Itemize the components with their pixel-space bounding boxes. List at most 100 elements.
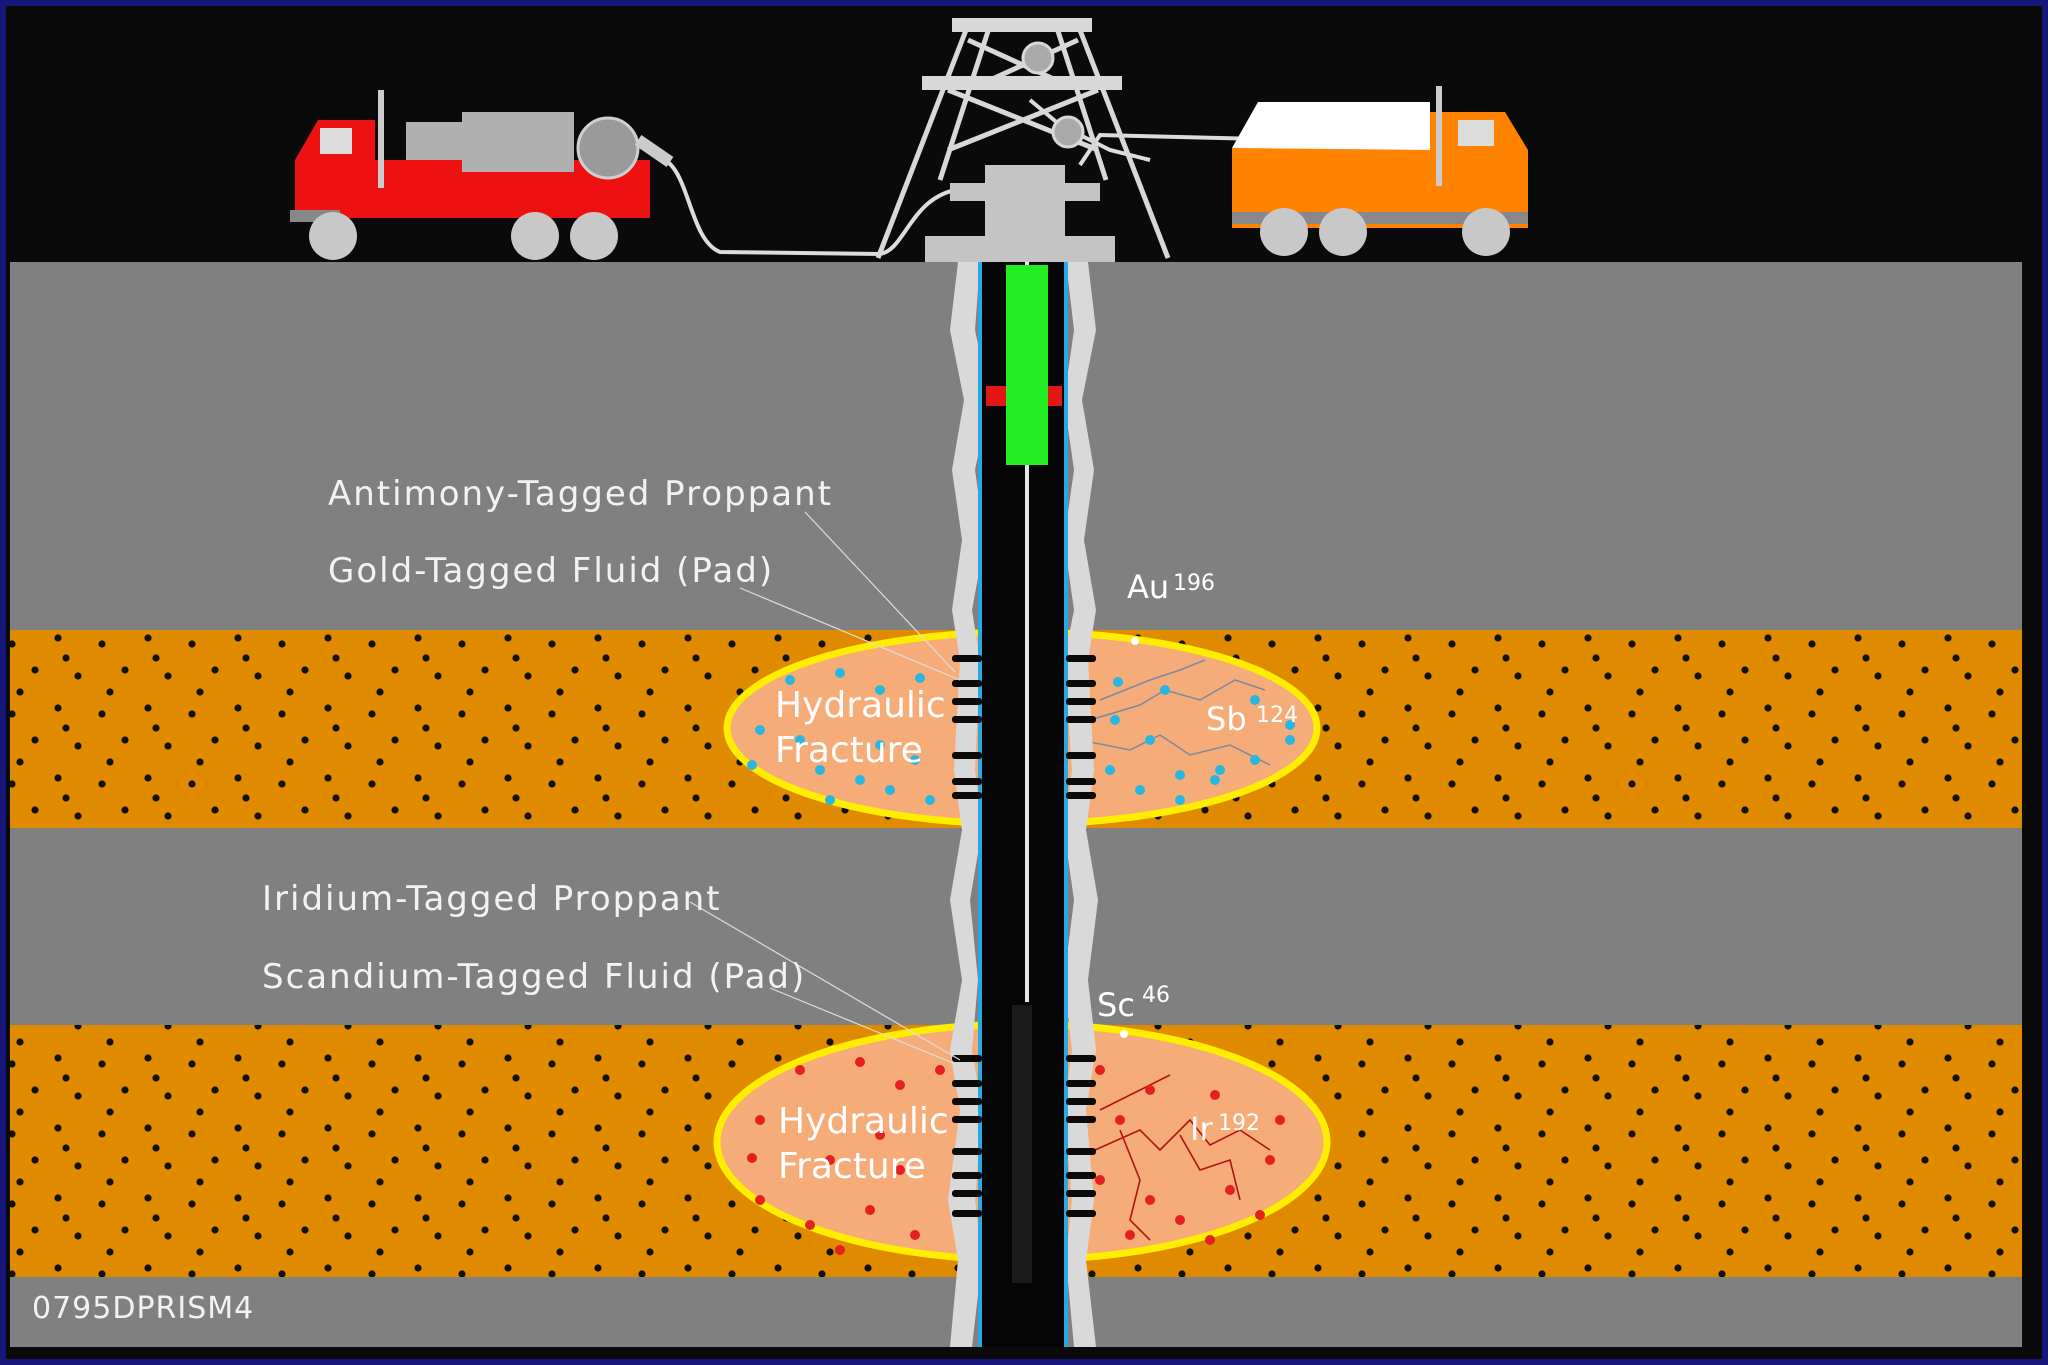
iridium-proppant-dot bbox=[825, 1155, 835, 1165]
wellbore bbox=[948, 262, 1098, 1347]
antimony-proppant-dot bbox=[1250, 755, 1260, 765]
perforation bbox=[952, 1210, 982, 1217]
antimony-proppant-dot bbox=[1250, 695, 1260, 705]
perforation bbox=[952, 698, 982, 705]
antimony-proppant-dot bbox=[910, 755, 920, 765]
antimony-proppant-dot bbox=[1285, 735, 1295, 745]
fracture-lower-label-1: Hydraulic bbox=[778, 1101, 949, 1142]
fracture-cracks-upper bbox=[1079, 659, 1271, 766]
antimony-proppant-dot bbox=[795, 735, 805, 745]
iridium-proppant-dot bbox=[865, 1205, 875, 1215]
perforation bbox=[1066, 716, 1096, 723]
perforation bbox=[952, 1190, 982, 1197]
perforation bbox=[1066, 1055, 1096, 1062]
perforation bbox=[952, 778, 982, 785]
iridium-proppant-dot bbox=[805, 1220, 815, 1230]
perforation bbox=[1066, 1148, 1096, 1155]
antimony-proppant-dot bbox=[1145, 735, 1155, 745]
iridium-proppant-dot bbox=[910, 1230, 920, 1240]
isotope-scandium-symbol: Sc bbox=[1097, 986, 1135, 1024]
pump-truck-icon bbox=[290, 90, 674, 260]
perforation bbox=[952, 1080, 982, 1087]
iridium-proppant-dot bbox=[1095, 1065, 1105, 1075]
iridium-proppant-dot bbox=[755, 1115, 765, 1125]
perforation bbox=[1066, 1116, 1096, 1123]
perforation bbox=[1066, 1098, 1096, 1105]
antimony-proppant-dot bbox=[1210, 775, 1220, 785]
perforation bbox=[952, 1148, 982, 1155]
iridium-proppant-dot bbox=[755, 1195, 765, 1205]
iridium-proppant-dot bbox=[795, 1065, 805, 1075]
antimony-proppant-dot bbox=[915, 673, 925, 683]
perforation bbox=[952, 792, 982, 799]
iridium-proppant-dot bbox=[895, 1165, 905, 1175]
iridium-proppant-dot bbox=[747, 1153, 757, 1163]
perforation bbox=[1066, 1172, 1096, 1179]
iridium-proppant-dot bbox=[1275, 1115, 1285, 1125]
perforation bbox=[952, 655, 982, 662]
lower-tool bbox=[1012, 1005, 1032, 1283]
label-gold-fluid: Gold-Tagged Fluid (Pad) bbox=[328, 551, 774, 591]
fracture-cracks-lower bbox=[1094, 1074, 1271, 1241]
label-iridium-proppant: Iridium-Tagged Proppant bbox=[262, 879, 722, 919]
iridium-proppant-dot bbox=[1095, 1175, 1105, 1185]
perforation bbox=[952, 752, 982, 759]
antimony-proppant-dot bbox=[855, 775, 865, 785]
perforation bbox=[952, 680, 982, 687]
perforation bbox=[1066, 1210, 1096, 1217]
iridium-proppant-dot bbox=[935, 1065, 945, 1075]
perforation bbox=[1066, 1080, 1096, 1087]
antimony-proppant-dots bbox=[747, 668, 1295, 805]
tubing-line bbox=[1025, 262, 1029, 1002]
antimony-proppant-dot bbox=[1175, 770, 1185, 780]
antimony-proppant-dot bbox=[1160, 685, 1170, 695]
derrick-icon bbox=[875, 18, 1171, 259]
antimony-proppant-dot bbox=[1105, 765, 1115, 775]
tank-truck-icon bbox=[1232, 86, 1528, 256]
iridium-proppant-dots bbox=[747, 1057, 1285, 1255]
iridium-proppant-dot bbox=[1255, 1210, 1265, 1220]
perforation bbox=[952, 1116, 982, 1123]
label-scandium-fluid: Scandium-Tagged Fluid (Pad) bbox=[262, 957, 806, 997]
iridium-proppant-dot bbox=[1175, 1215, 1185, 1225]
tool-green bbox=[1006, 265, 1048, 465]
antimony-proppant-dot bbox=[875, 685, 885, 695]
isotope-gold-symbol: Au bbox=[1127, 568, 1169, 606]
antimony-proppant-dot bbox=[925, 795, 935, 805]
perforation bbox=[1066, 792, 1096, 799]
antimony-proppant-dot bbox=[815, 765, 825, 775]
iridium-proppant-dot bbox=[835, 1245, 845, 1255]
perforation bbox=[1066, 680, 1096, 687]
antimony-proppant-dot bbox=[835, 668, 845, 678]
iridium-proppant-dot bbox=[895, 1080, 905, 1090]
isotope-antimony-symbol: Sb bbox=[1206, 700, 1247, 738]
iridium-proppant-dot bbox=[1145, 1085, 1155, 1095]
perforation bbox=[1066, 698, 1096, 705]
iridium-proppant-dot bbox=[1265, 1155, 1275, 1165]
scandium-tracer-marker bbox=[1120, 1030, 1128, 1038]
isotope-iridium-symbol: Ir bbox=[1190, 1110, 1213, 1148]
drawing-code: 0795DPRISM4 bbox=[32, 1291, 254, 1326]
isotope-scandium-mass: 46 bbox=[1142, 983, 1170, 1008]
iridium-proppant-dot bbox=[1205, 1235, 1215, 1245]
antimony-proppant-dot bbox=[825, 795, 835, 805]
antimony-proppant-dot bbox=[755, 725, 765, 735]
iridium-proppant-dot bbox=[855, 1057, 865, 1067]
antimony-proppant-dot bbox=[1113, 677, 1123, 687]
isotope-iridium-mass: 192 bbox=[1218, 1111, 1260, 1136]
iridium-proppant-dot bbox=[875, 1130, 885, 1140]
perforation bbox=[1066, 655, 1096, 662]
iridium-proppant-dot bbox=[1115, 1115, 1125, 1125]
antimony-proppant-dot bbox=[785, 675, 795, 685]
perforation bbox=[1066, 778, 1096, 785]
iridium-proppant-dot bbox=[1145, 1195, 1155, 1205]
perforation bbox=[1066, 1190, 1096, 1197]
antimony-proppant-dot bbox=[1110, 715, 1120, 725]
perforation bbox=[952, 1098, 982, 1105]
isotope-gold-mass: 196 bbox=[1173, 571, 1215, 596]
isotope-antimony-mass: 124 bbox=[1256, 703, 1298, 728]
fracture-upper-label-1: Hydraulic bbox=[775, 685, 946, 726]
wellhead-icon bbox=[925, 165, 1115, 262]
